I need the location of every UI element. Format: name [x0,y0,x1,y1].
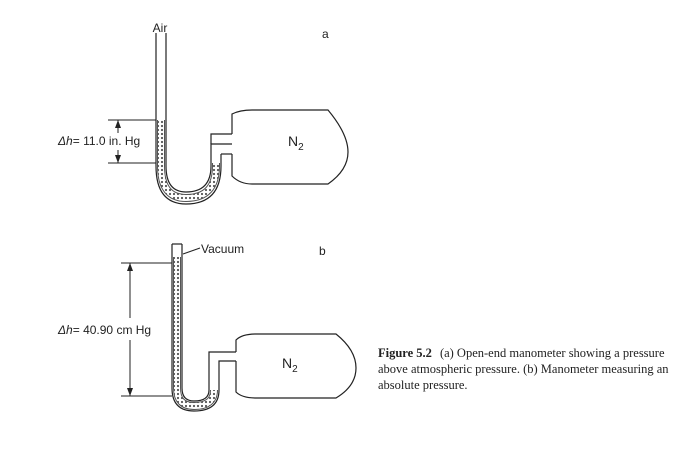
dh-label-b: Δh= 40.90 cm Hg [57,323,151,337]
tube-outer-b [171,244,236,412]
dh-bracket-a [108,119,156,164]
manometer-b: N2 Vacuum b Δh= 40.90 cm Hg [57,242,357,412]
gas-label-a: N2 [288,133,304,153]
figure-caption: Figure 5.2(a) Open-end manometer showing… [378,345,678,393]
dh-label-a: Δh= 11.0 in. Hg [57,134,140,148]
tube-outer-a [155,33,222,205]
n2-vessel-a [231,109,349,185]
gas-label-b: N2 [282,355,298,375]
n2-vessel-b [235,333,357,399]
panel-label-a: a [322,27,329,41]
panel-label-b: b [319,244,326,258]
manometer-a: N2 Air a Δh= 11.0 in. Hg [57,21,349,205]
caption-text: (a) Open-end manometer showing a pressur… [378,346,669,392]
air-label: Air [153,21,168,35]
tube-inner-a [165,33,232,193]
tube-inner-b [181,244,236,402]
dh-bracket-b [121,262,172,397]
figure-label: Figure 5.2 [378,346,432,360]
vacuum-label: Vacuum [201,242,244,256]
